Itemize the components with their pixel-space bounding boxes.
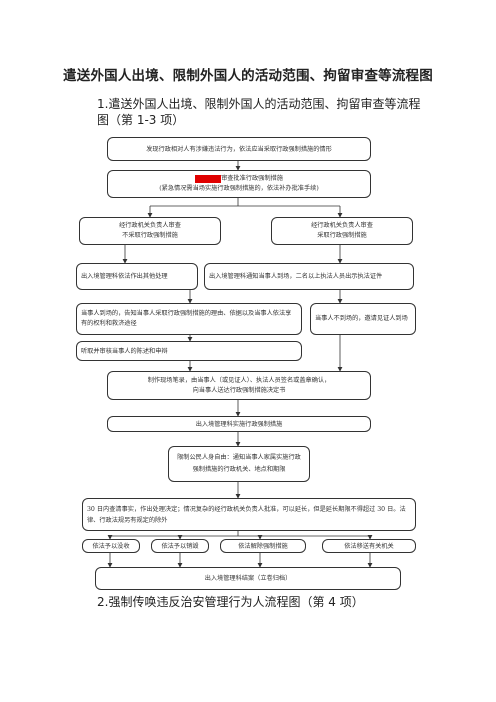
node-text-line2: (紧急情况需当场实施行政强制措施的，依法补办批准手续) [159,185,319,192]
node-text: 审查批准行政强制措施 [112,174,366,184]
node-close-case: 出入境管理科结案（立卷归档） [95,567,401,590]
node-restrict-freedom: 限制公民人身自由：通知当事人家属实施行政 强制措施的行政机关、地点和期限 [168,446,310,482]
section-2-heading: 2.强制传唤违反治安管理行为人流程图（第 4 项） [97,595,364,609]
section-1-heading: 1.遣送外国人出境、限制外国人的活动范围、拘留审查等流程图（第 1-3 项） [97,97,421,127]
outcome-release: 依法解除强制措施 [220,539,306,553]
node-text-line2: 强制措施的行政机关、地点和期限 [192,466,286,473]
node-text: 出入境管理科结案（立卷归档） [204,575,292,582]
node-decision-30days: 30 日内查清事实，作出处理决定；情况复杂的经行政机关负责人批准，可以延长，但是… [82,498,416,531]
node-text: 依法解除强制措施 [238,542,288,550]
node-text: 30 日内查清事实，作出处理决定；情况复杂的经行政机关负责人批准，可以延长，但是… [87,505,406,524]
node-text: 当事人不到场的，邀请见证人到场 [315,315,408,322]
node-text-line2: 向当事人送达行政强制措施决定书 [192,386,286,394]
node-text-line1: 制作现场笔录，由当事人（或见证人）、执法人员签名或盖章确认， [147,376,331,384]
node-text-line2: 不采取行政强制措施 [122,232,178,239]
node-party-present: 当事人到场的，告知当事人采取行政强制措施的理由、依据以及当事人依法享有的权利和救… [76,303,302,335]
node-party-absent: 当事人不到场的，邀请见证人到场 [310,303,416,335]
page-title: 遣送外国人出境、限制外国人的活动范围、拘留审查等流程图 [63,68,433,84]
node-text: 出入境管理科通知当事人到场，二名以上执法人员出示执法证件 [209,272,383,280]
node-text-line1: 限制公民人身自由：通知当事人家属实施行政 [177,454,301,461]
node-approval: 审查批准行政强制措施 (紧急情况需当场实施行政强制措施的，依法补办批准手续) [107,170,371,198]
node-text: 出入境管理科实施行政强制措施 [195,420,283,428]
node-text: 发现行政相对人有涉嫌违法行为，依法应当采取行政强制措施的情形 [146,145,332,153]
outcome-transfer: 依法移送有关机关 [322,539,416,553]
node-text: 听取并审核当事人的陈述和申辩 [81,347,168,355]
node-text: 依法移送有关机关 [344,542,394,550]
node-take-measure: 经行政机关负责人审查 采取行政强制措施 [271,217,413,245]
outcome-destroy: 依法予以销毁 [151,539,209,553]
redacted-mark [195,174,222,183]
node-text: 依法予以没收 [92,542,130,550]
node-other-handling: 出入境管理科依法作出其他处理 [76,263,198,290]
outcome-confiscate: 依法予以没收 [82,539,140,553]
node-text-line2: 采取行政强制措施 [317,232,367,239]
node-implement: 出入境管理科实施行政强制措施 [107,416,371,432]
node-text: 依法予以销毁 [161,542,199,550]
node-text-line1: 审查批准行政强制措施 [221,175,283,182]
node-text: 当事人到场的，告知当事人采取行政强制措施的理由、依据以及当事人依法享有的权利和救… [81,310,292,327]
node-discover-violation: 发现行政相对人有涉嫌违法行为，依法应当采取行政强制措施的情形 [107,137,371,161]
node-text-line1: 经行政机关负责人审查 [119,222,181,229]
node-text: 出入境管理科依法作出其他处理 [81,272,168,280]
node-notify-party: 出入境管理科通知当事人到场，二名以上执法人员出示执法证件 [204,263,414,290]
node-record: 制作现场笔录，由当事人（或见证人）、执法人员签名或盖章确认， 向当事人送达行政强… [107,371,371,400]
node-hear-statement: 听取并审核当事人的陈述和申辩 [76,341,302,361]
node-text-line1: 经行政机关负责人审查 [311,222,373,229]
node-no-measure: 经行政机关负责人审查 不采取行政强制措施 [79,217,221,245]
